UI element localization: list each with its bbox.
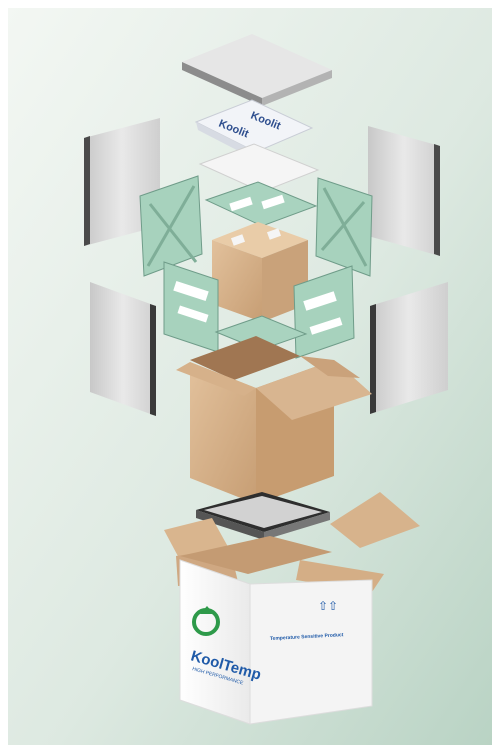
right-lower-insulation-panel <box>370 282 448 414</box>
left-lower-insulation-panel <box>90 282 156 416</box>
top-lid-panel <box>182 34 332 106</box>
insulated-lid-frame <box>196 492 330 540</box>
coolant-panel-lower-left <box>163 261 219 353</box>
inner-corrugated-box <box>176 336 372 504</box>
outer-box-flaps <box>164 492 420 592</box>
coolant-pouch: Koolit Koolit <box>194 99 314 160</box>
product-box <box>212 222 308 322</box>
coolant-panel-top <box>204 181 318 227</box>
outer-white-box <box>179 559 373 725</box>
coolant-panel-right <box>315 177 373 277</box>
separator-sheet <box>198 143 320 193</box>
right-upper-insulation-panel <box>368 126 440 256</box>
coolant-panel-lower-right <box>293 265 355 359</box>
this-side-up-arrows-icon: ⇧⇧ <box>318 599 338 613</box>
coolant-panel-left <box>139 175 203 277</box>
box-side-text: Temperature Sensitive Product <box>270 632 344 642</box>
